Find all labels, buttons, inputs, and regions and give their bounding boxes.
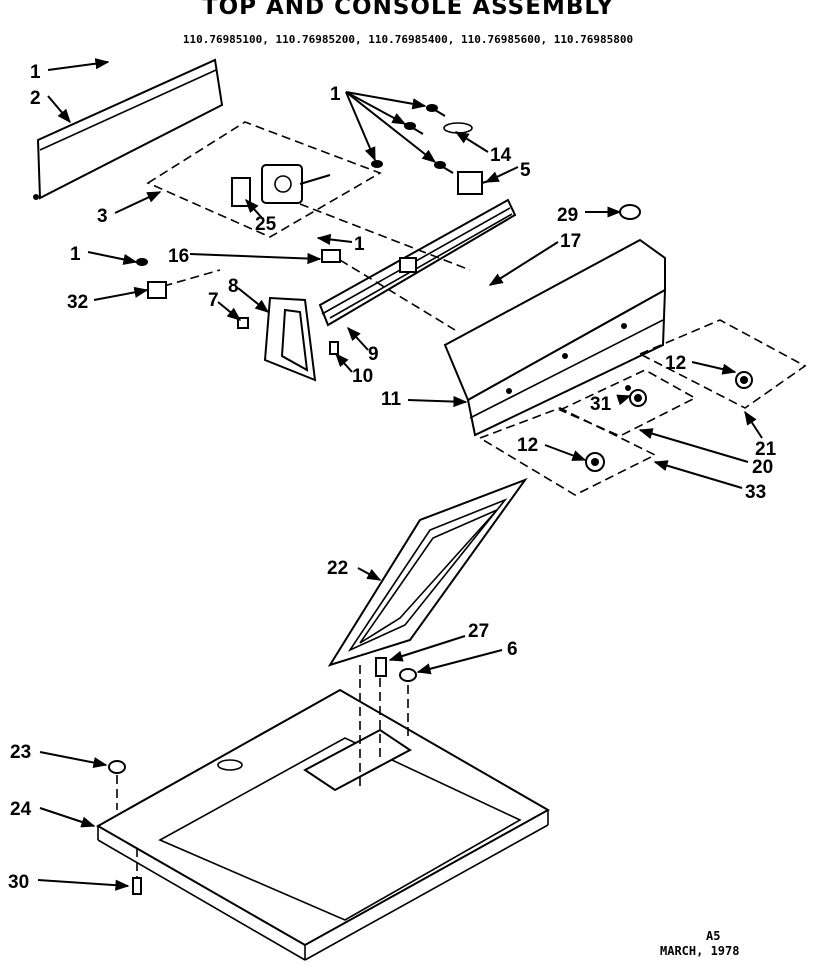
callout-32: 32 bbox=[67, 292, 88, 313]
callout-27: 27 bbox=[468, 621, 489, 642]
callout-5: 5 bbox=[520, 160, 531, 181]
callout-17: 17 bbox=[560, 231, 581, 252]
callout-7: 7 bbox=[208, 290, 219, 311]
console-panel bbox=[443, 238, 667, 437]
screw-group bbox=[371, 104, 473, 174]
leader-lines bbox=[37, 58, 763, 891]
callout-33: 33 bbox=[745, 482, 766, 503]
callout-2: 2 bbox=[30, 88, 41, 109]
callout-21: 21 bbox=[755, 439, 777, 460]
diagram-title: TOP AND CONSOLE ASSEMBLY bbox=[201, 0, 615, 20]
callout-1: 1 bbox=[30, 62, 41, 83]
callout-12: 12 bbox=[665, 353, 686, 374]
callout-25: 25 bbox=[255, 214, 277, 235]
callout-6: 6 bbox=[507, 639, 518, 660]
dryer-top bbox=[95, 688, 551, 961]
screw-30 bbox=[132, 877, 142, 895]
callout-14: 14 bbox=[490, 145, 512, 166]
knob-area-33 bbox=[478, 407, 657, 496]
screw-10 bbox=[329, 341, 339, 355]
door-window bbox=[327, 477, 528, 667]
model-numbers: 110.76985100, 110.76985200, 110.76985400… bbox=[182, 33, 634, 46]
callout-16: 16 bbox=[168, 246, 189, 267]
nut-23 bbox=[108, 760, 126, 774]
callout-1: 1 bbox=[330, 84, 341, 105]
guide-line bbox=[149, 269, 221, 291]
rear-panel bbox=[33, 58, 224, 200]
callout-8: 8 bbox=[228, 276, 239, 297]
callout-9: 9 bbox=[368, 344, 379, 365]
knobs bbox=[585, 371, 753, 472]
callout-12: 12 bbox=[517, 435, 538, 456]
callout-24: 24 bbox=[10, 799, 32, 820]
callout-1: 1 bbox=[70, 244, 81, 265]
mounting-plate-outline bbox=[146, 121, 382, 238]
callout-22: 22 bbox=[327, 558, 348, 579]
screw-27 bbox=[375, 657, 387, 677]
callout-10: 10 bbox=[352, 366, 373, 387]
timer-assembly bbox=[231, 164, 331, 207]
callout-11: 11 bbox=[381, 389, 402, 410]
end-cap-8 bbox=[263, 296, 317, 382]
guide-line bbox=[339, 259, 456, 331]
knob-area-21 bbox=[638, 319, 807, 409]
callout-30: 30 bbox=[8, 872, 29, 893]
callout-1: 1 bbox=[354, 234, 365, 255]
callout-23: 23 bbox=[10, 742, 31, 763]
callout-3: 3 bbox=[97, 206, 108, 227]
guide-line bbox=[299, 203, 471, 271]
control-rail bbox=[318, 198, 517, 327]
clip-7 bbox=[237, 317, 249, 329]
clip-29 bbox=[619, 204, 641, 220]
callout-31: 31 bbox=[590, 394, 612, 415]
callout-29: 29 bbox=[557, 205, 578, 226]
switch-32 bbox=[136, 258, 167, 299]
diagram-date: MARCH, 1978 bbox=[660, 944, 740, 958]
cap-16 bbox=[321, 249, 341, 263]
nut-6 bbox=[399, 668, 417, 682]
diagram-code: A5 bbox=[706, 929, 721, 943]
bracket-5 bbox=[457, 171, 493, 195]
callout-20: 20 bbox=[752, 457, 773, 478]
